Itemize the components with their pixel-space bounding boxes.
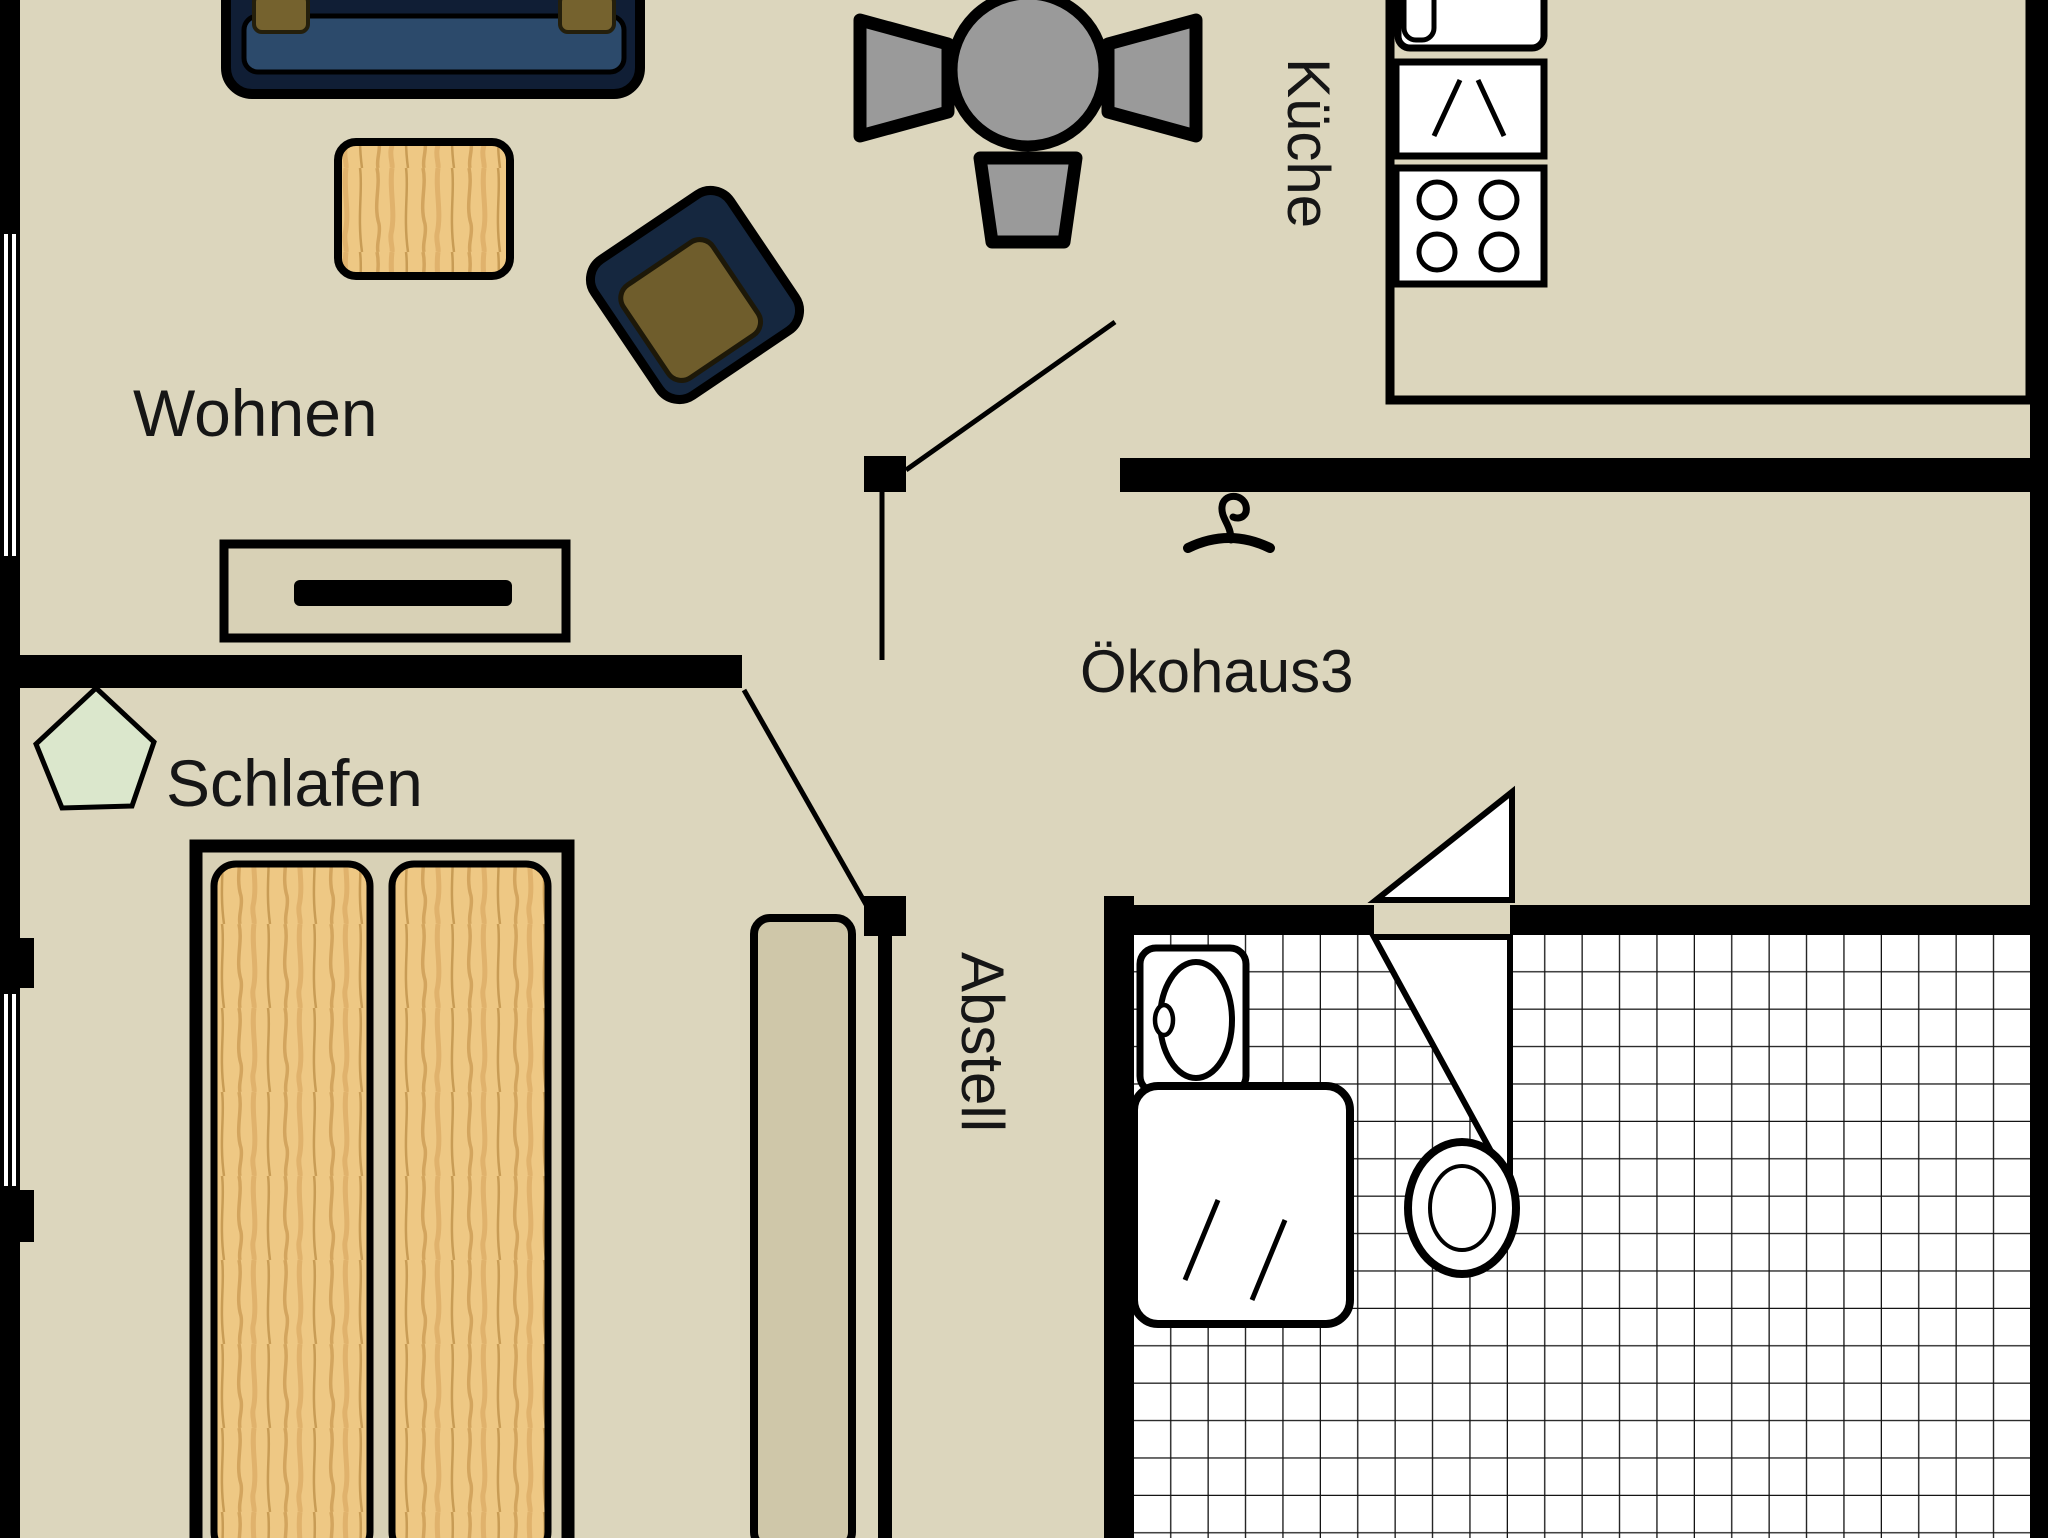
mattress bbox=[388, 860, 552, 1538]
storage-partition-wall bbox=[878, 936, 892, 1538]
sink-icon bbox=[1394, 0, 1548, 52]
wall-stub bbox=[0, 938, 34, 988]
washbasin-icon bbox=[1136, 944, 1250, 1096]
room-label-storage: Abstell bbox=[949, 952, 1016, 1132]
door-swing-line bbox=[741, 688, 871, 910]
kitchen-wall bbox=[1120, 458, 2048, 492]
door-swing-icon bbox=[1367, 785, 1515, 903]
mattress bbox=[210, 860, 374, 1538]
bathroom-top-wall bbox=[1134, 905, 1374, 935]
dining-chair-icon bbox=[973, 151, 1083, 249]
door-swing-line bbox=[904, 319, 1117, 473]
door-jamb bbox=[864, 456, 906, 492]
coffee-table-icon bbox=[334, 138, 514, 280]
dining-table-icon bbox=[946, 0, 1110, 152]
window-icon bbox=[0, 988, 20, 1192]
dining-set bbox=[853, 0, 1203, 249]
room-label-kitchen: Küche bbox=[1275, 58, 1342, 228]
dining-chair-icon bbox=[853, 13, 955, 143]
sideboard-icon bbox=[219, 539, 571, 643]
living-bedroom-wall bbox=[0, 655, 742, 688]
dish-drainer-icon bbox=[1392, 58, 1548, 160]
room-label-living: Wohnen bbox=[133, 376, 378, 450]
sofa-icon bbox=[221, 0, 645, 99]
bathroom-left-wall bbox=[1104, 896, 1134, 1538]
kitchen-counter-icon bbox=[1385, 0, 2035, 405]
wall-stub bbox=[0, 1190, 34, 1242]
plant-icon bbox=[33, 684, 157, 811]
door-jamb bbox=[864, 896, 906, 936]
dining-chair-icon bbox=[1101, 13, 1203, 143]
plan-title: Ökohaus3 bbox=[1080, 638, 1354, 705]
bathroom-top-wall bbox=[1510, 905, 2048, 935]
coat-hook-icon bbox=[1183, 492, 1275, 553]
right-outer-wall bbox=[2030, 0, 2048, 1538]
stove-icon bbox=[1392, 164, 1548, 288]
door-swing-icon bbox=[1368, 934, 1513, 1188]
toilet-icon bbox=[1404, 1138, 1520, 1278]
window-icon bbox=[0, 228, 20, 562]
double-bed-icon bbox=[189, 839, 575, 1538]
shower-icon bbox=[1130, 1082, 1354, 1328]
wardrobe-icon bbox=[750, 914, 856, 1538]
armchair-icon bbox=[585, 185, 805, 405]
room-label-sleeping: Schlafen bbox=[166, 746, 423, 820]
